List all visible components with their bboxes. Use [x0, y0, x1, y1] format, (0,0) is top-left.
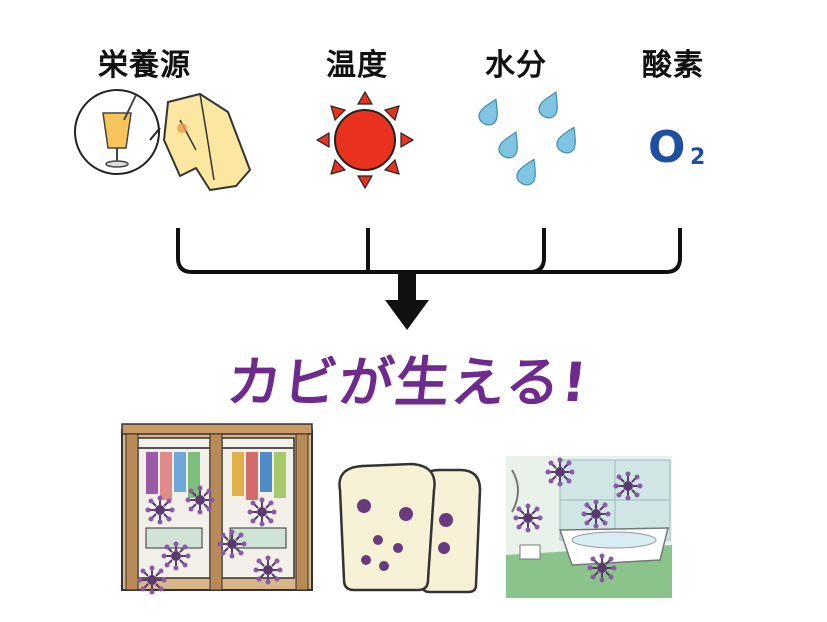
water-drops-icon	[475, 87, 583, 189]
factor-label-oxygen: 酸素	[642, 48, 704, 83]
result-headline: カビが生える!	[224, 351, 592, 414]
oxygen-icon: O 2	[648, 122, 705, 173]
bathroom-mold-icon	[506, 456, 672, 598]
oxygen-symbol: O	[648, 122, 685, 173]
closet-mold-icon	[121, 423, 313, 596]
factor-label-temperature: 温度	[326, 48, 388, 83]
oxygen-subscript: 2	[690, 145, 705, 170]
factor-label-nutrients: 栄養源	[98, 48, 191, 83]
factor-label-moisture: 水分	[485, 48, 547, 83]
bracket-connector	[176, 228, 682, 274]
juice-and-clothes-icon	[74, 89, 251, 191]
moldy-bread-icon	[338, 462, 482, 594]
down-arrow-icon	[385, 274, 429, 330]
sun-icon	[315, 90, 415, 190]
